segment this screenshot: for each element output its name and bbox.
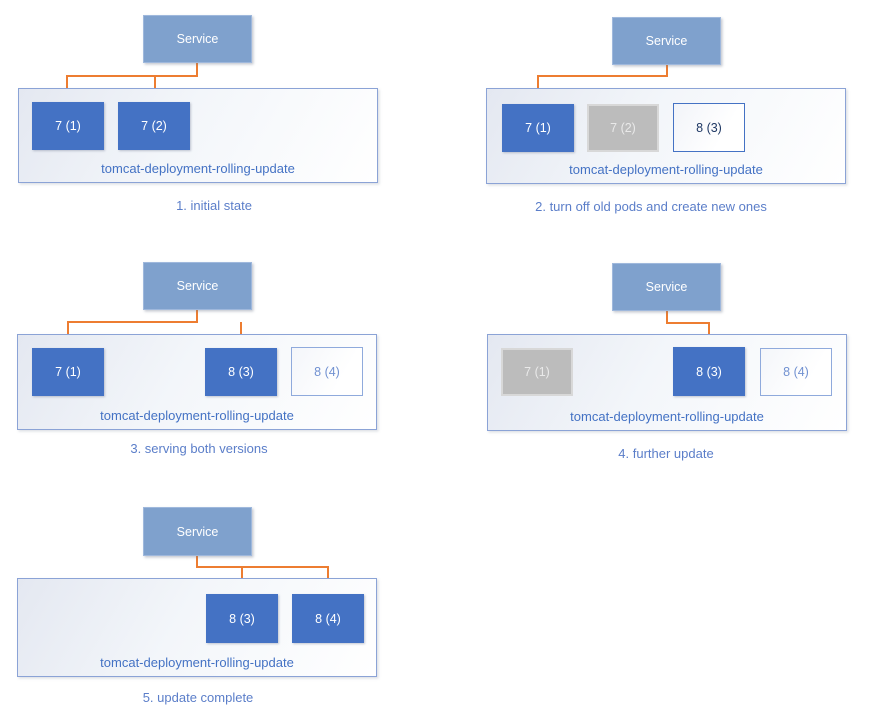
pod-label: 8 (4) — [315, 611, 341, 626]
panel-further-update: tomcat-deployment-rolling-update 7 (1) 8… — [435, 240, 870, 480]
pod-label: 7 (1) — [525, 121, 551, 135]
pod: 8 (4) — [760, 348, 832, 396]
pod: 8 (4) — [291, 347, 363, 396]
deployment-label: tomcat-deployment-rolling-update — [570, 409, 764, 424]
panel-update-complete: tomcat-deployment-rolling-update 8 (3) 8… — [0, 480, 435, 718]
pod: 7 (2) — [118, 102, 190, 150]
pod: 8 (3) — [205, 348, 277, 396]
service-label: Service — [176, 32, 219, 46]
pod: 7 (1) — [501, 348, 573, 396]
panel-caption: 1. initial state — [176, 198, 252, 213]
panel-caption: 5. update complete — [142, 690, 254, 705]
service-label: Service — [645, 34, 688, 48]
pod-label: 8 (3) — [696, 120, 722, 135]
deployment-label: tomcat-deployment-rolling-update — [100, 408, 294, 423]
panel-caption: 4. further update — [618, 446, 714, 461]
panel-turn-off-old-pods: tomcat-deployment-rolling-update 7 (1) 7… — [435, 0, 870, 240]
panel-initial-state: tomcat-deployment-rolling-update 7 (1) 7… — [0, 0, 435, 240]
deployment-label: tomcat-deployment-rolling-update — [100, 655, 294, 670]
pod: 7 (1) — [32, 102, 104, 150]
pod: 8 (3) — [673, 103, 745, 152]
pod: 7 (1) — [502, 104, 574, 152]
pod: 7 (1) — [32, 348, 104, 396]
service-label: Service — [176, 524, 219, 539]
pod-label: 7 (1) — [55, 119, 81, 133]
pod: 7 (2) — [587, 104, 659, 152]
deployment-label: tomcat-deployment-rolling-update — [569, 162, 763, 177]
pod: 8 (4) — [292, 594, 364, 643]
pod: 8 (3) — [673, 347, 745, 396]
pod-label: 8 (3) — [228, 365, 254, 379]
deployment-label: tomcat-deployment-rolling-update — [101, 161, 295, 176]
pod-label: 8 (4) — [314, 364, 340, 379]
pod-label: 8 (3) — [229, 611, 255, 626]
pod: 8 (3) — [206, 594, 278, 643]
pod-label: 7 (1) — [55, 365, 81, 379]
service-box: Service — [143, 262, 252, 310]
service-label: Service — [176, 279, 219, 293]
pod-label: 7 (2) — [141, 119, 167, 133]
panel-caption: 2. turn off old pods and create new ones — [535, 199, 767, 214]
pod-label: 8 (3) — [696, 364, 722, 379]
service-box: Service — [143, 507, 252, 556]
service-box: Service — [612, 263, 721, 311]
panel-serving-both-versions: tomcat-deployment-rolling-update 7 (1) 8… — [0, 240, 435, 480]
service-label: Service — [645, 280, 688, 294]
service-box: Service — [612, 17, 721, 65]
service-box: Service — [143, 15, 252, 63]
pod-label: 8 (4) — [783, 365, 809, 379]
panel-caption: 3. serving both versions — [130, 441, 268, 456]
pod-label: 7 (1) — [524, 365, 550, 379]
pod-label: 7 (2) — [610, 121, 636, 135]
